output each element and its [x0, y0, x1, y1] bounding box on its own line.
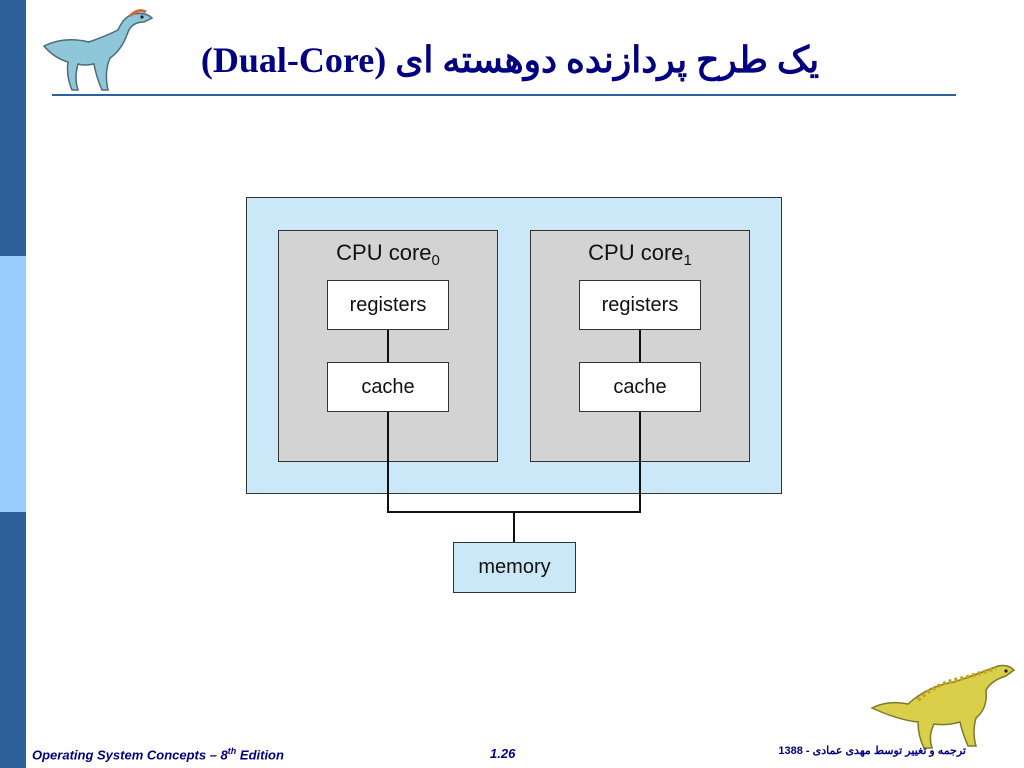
footer-edition-word: Edition: [236, 747, 284, 763]
footer-book-title-text: Operating System Concepts – 8: [32, 747, 228, 763]
cpu-core-1-label: CPU core1: [530, 240, 750, 269]
core-1-registers-box: registers: [579, 280, 701, 330]
core-0-cache-box: cache: [327, 362, 449, 412]
slide-title: یک طرح پردازنده دوهسته ای (Dual-Core): [200, 40, 820, 80]
memory-box: memory: [453, 542, 576, 593]
cpu-core-0-subscript: 0: [431, 252, 440, 269]
title-divider: [52, 94, 956, 96]
cpu-core-1-label-text: CPU core: [588, 240, 684, 265]
core-1-cache-box: cache: [579, 362, 701, 412]
cpu-core-0-label-text: CPU core: [336, 240, 432, 265]
footer-book-title: Operating System Concepts – 8th Edition: [32, 746, 284, 762]
footer-translator-credit: ترجمه و تغییر توسط مهدی عمادی - 1388: [778, 745, 966, 757]
dinosaur-logo-bottom: [870, 664, 1016, 749]
cpu-core-0-label: CPU core0: [278, 240, 498, 269]
dinosaur-logo-top: [42, 9, 154, 91]
footer-page-number: 1.26: [490, 746, 516, 761]
slide-sidebar-accent: [0, 256, 26, 512]
cpu-core-1-subscript: 1: [683, 252, 692, 269]
core-0-registers-box: registers: [327, 280, 449, 330]
footer-edition-superscript: th: [227, 746, 237, 756]
